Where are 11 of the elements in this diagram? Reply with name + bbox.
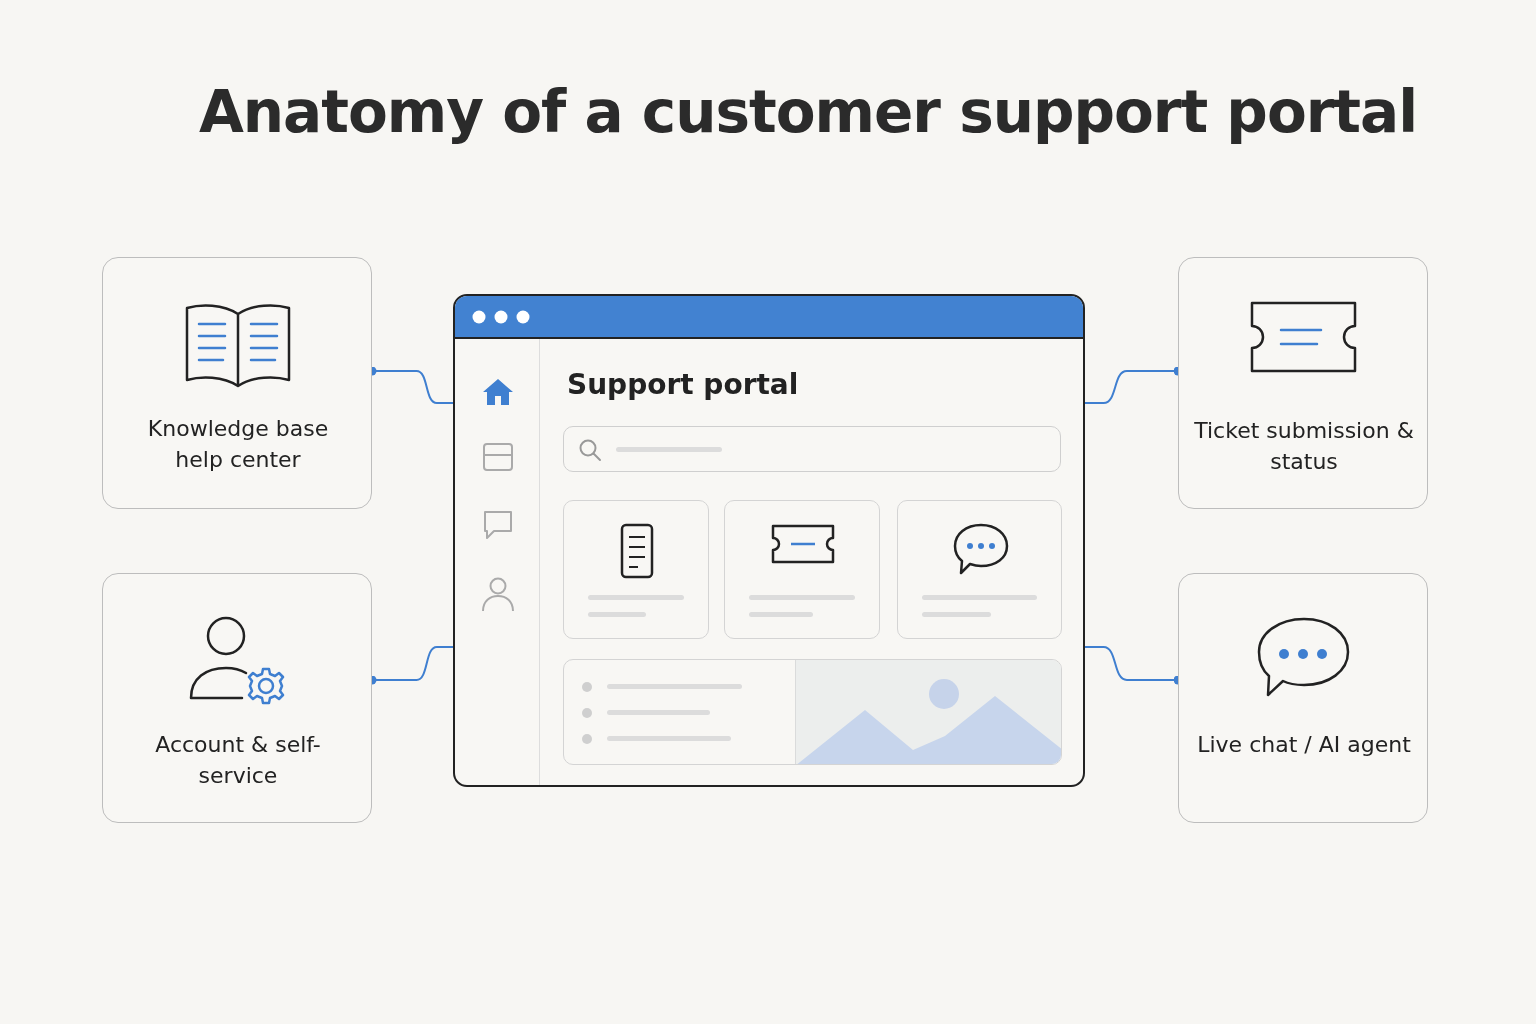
feature-card <box>102 573 372 823</box>
title: Anatomy of a customer support portal <box>197 78 1419 146</box>
feature-card <box>102 257 372 509</box>
heading: Support portal <box>567 368 799 401</box>
card-label: Knowledge base help center <box>146 415 330 474</box>
card-label: Account & self-service <box>154 731 322 790</box>
feature-card <box>1178 257 1428 509</box>
feature-card <box>1178 573 1428 823</box>
browser-window <box>453 294 1085 787</box>
card-label: Live chat / AI agent <box>1196 731 1412 759</box>
card-label: Ticket submission & status <box>1193 417 1415 476</box>
